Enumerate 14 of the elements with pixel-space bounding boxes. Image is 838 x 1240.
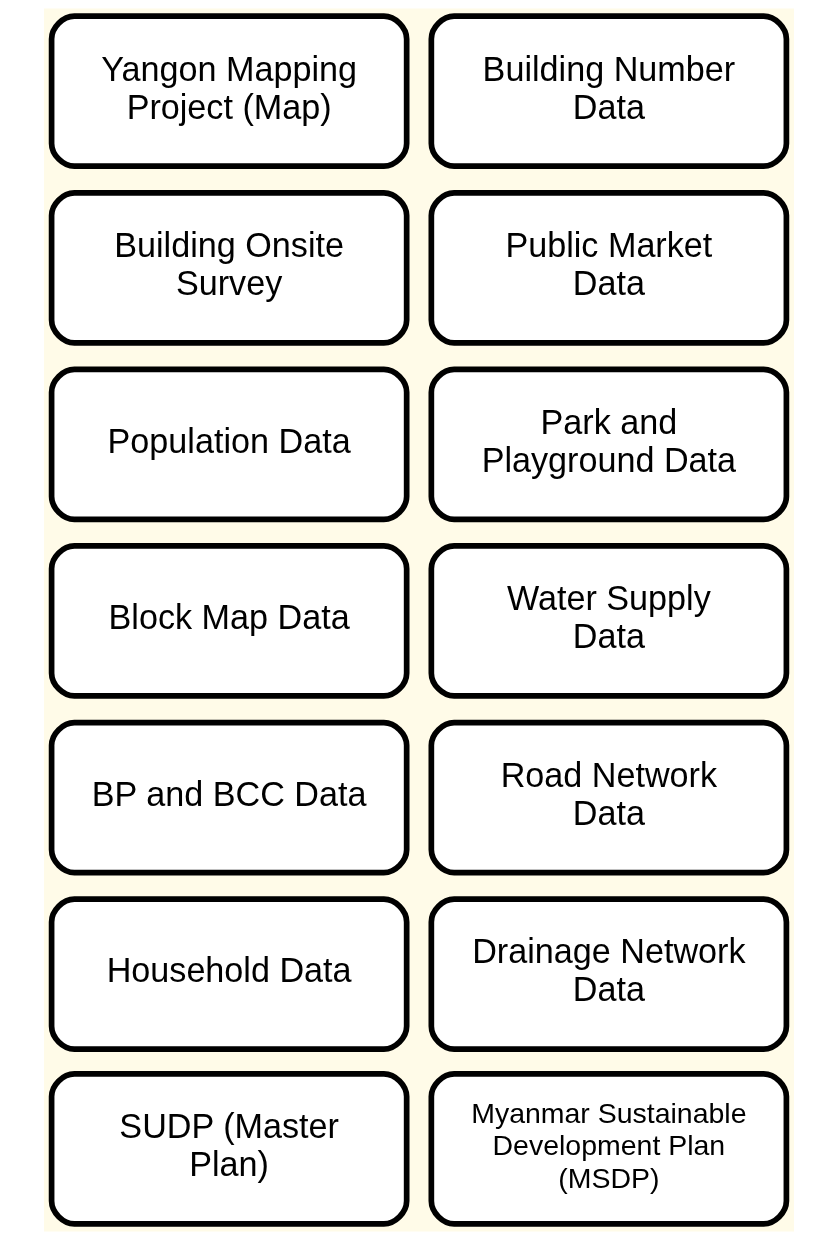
node-box: Myanmar Sustainable Development Plan (MSDP)	[428, 1070, 790, 1227]
node-box: Public Market Data	[428, 189, 790, 346]
node-box: Road Network Data	[428, 719, 790, 876]
node-box: Population Data	[48, 366, 410, 523]
node-box: Building Number Data	[428, 13, 790, 170]
node-box: Park and Playground Data	[428, 366, 790, 523]
node-box: Block Map Data	[48, 543, 410, 699]
node-box: SUDP (Master Plan)	[48, 1070, 410, 1227]
node-box: BP and BCC Data	[48, 719, 410, 876]
node-box: Building Onsite Survey	[48, 189, 410, 346]
node-box: Household Data	[48, 896, 410, 1052]
node-box: Yangon Mapping Project (Map)	[48, 13, 410, 170]
node-box: Drainage Network Data	[428, 896, 790, 1052]
node-box: Water Supply Data	[428, 543, 790, 699]
